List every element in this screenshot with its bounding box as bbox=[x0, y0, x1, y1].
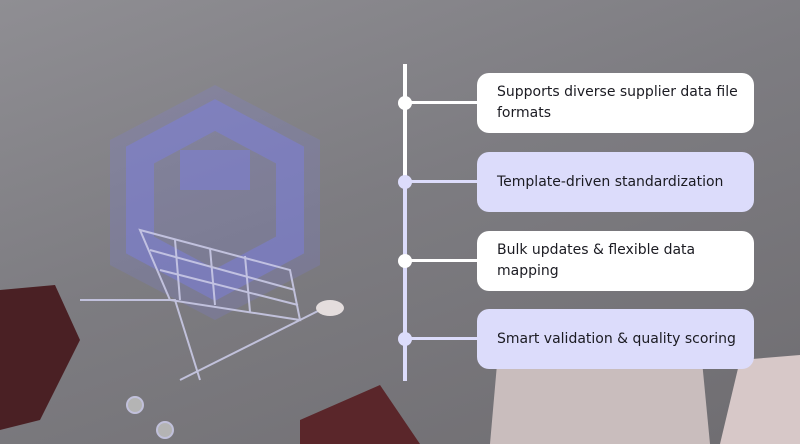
timeline-dot bbox=[398, 175, 412, 189]
connector-line bbox=[408, 180, 478, 183]
timeline-dot bbox=[398, 332, 412, 346]
timeline-dot bbox=[398, 96, 412, 110]
connector-line bbox=[408, 101, 478, 104]
hexagon-logo-icon bbox=[110, 85, 320, 320]
feature-card: Bulk updates & flexible data mapping bbox=[477, 231, 754, 291]
timeline-line bbox=[403, 64, 407, 381]
feature-item-validation: Smart validation & quality scoring bbox=[398, 309, 754, 369]
feature-card: Supports diverse supplier data file form… bbox=[477, 73, 754, 133]
connector-line bbox=[408, 259, 478, 262]
feature-card: Template-driven standardization bbox=[477, 152, 754, 212]
shopping-cart-illustration bbox=[80, 228, 344, 439]
connector-line bbox=[408, 337, 478, 340]
feature-item-bulk-updates: Bulk updates & flexible data mapping bbox=[398, 231, 754, 291]
feature-card: Smart validation & quality scoring bbox=[477, 309, 754, 369]
timeline-dot bbox=[398, 254, 412, 268]
feature-item-file-formats: Supports diverse supplier data file form… bbox=[398, 73, 754, 133]
feature-item-standardization: Template-driven standardization bbox=[398, 152, 754, 212]
